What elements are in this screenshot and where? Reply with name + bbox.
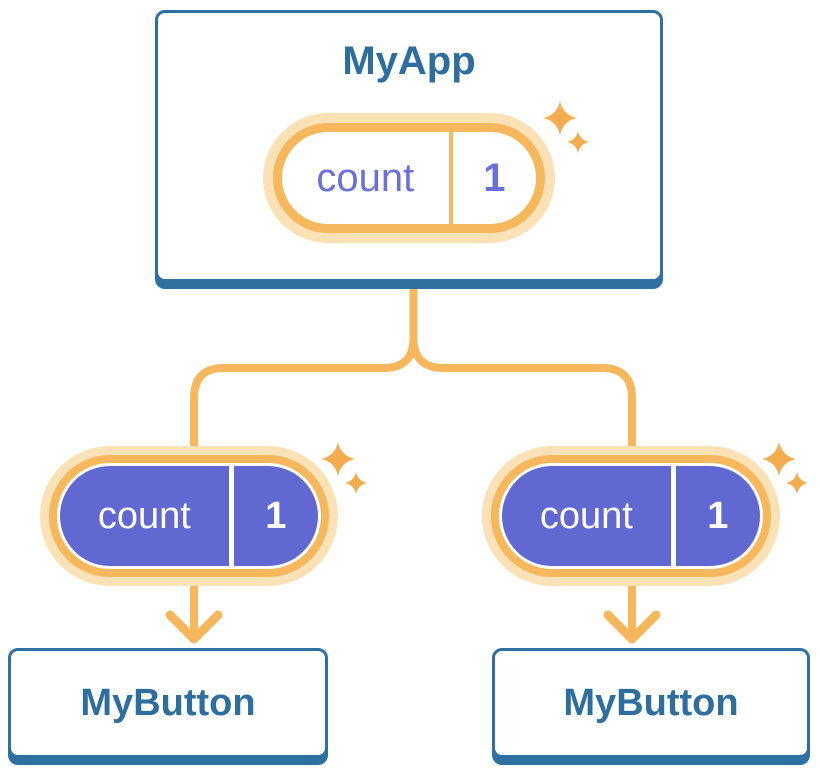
state-pill-fill: count 1 bbox=[60, 466, 318, 566]
state-pill-body: count 1 bbox=[491, 455, 771, 577]
state-pill-body: count 1 bbox=[273, 123, 545, 233]
state-name: count bbox=[539, 494, 633, 537]
state-name: count bbox=[97, 494, 191, 537]
state-pill-child-left: count 1 bbox=[40, 446, 338, 586]
sparkle-icon bbox=[762, 442, 808, 494]
state-pill-child-right: count 1 bbox=[482, 446, 780, 586]
state-value: 1 bbox=[670, 466, 760, 566]
arrow-down-icon bbox=[165, 610, 223, 644]
arrow-down-icon bbox=[603, 610, 661, 644]
branch-line-right bbox=[409, 280, 636, 640]
state-pill-body: count 1 bbox=[49, 455, 329, 577]
sparkle-icon bbox=[321, 442, 367, 494]
state-pill-root: count 1 bbox=[263, 113, 555, 243]
component-title: MyButton bbox=[563, 681, 739, 724]
component-title: MyApp bbox=[342, 39, 476, 83]
state-value: 1 bbox=[228, 466, 318, 566]
sparkle-icon bbox=[543, 101, 589, 153]
component-card-mybutton-right: MyButton bbox=[492, 648, 810, 758]
state-name: count bbox=[316, 155, 415, 200]
state-value: 1 bbox=[448, 132, 536, 224]
state-pill-fill: count 1 bbox=[502, 466, 760, 566]
component-card-mybutton-left: MyButton bbox=[8, 648, 328, 758]
component-title: MyButton bbox=[80, 681, 256, 724]
